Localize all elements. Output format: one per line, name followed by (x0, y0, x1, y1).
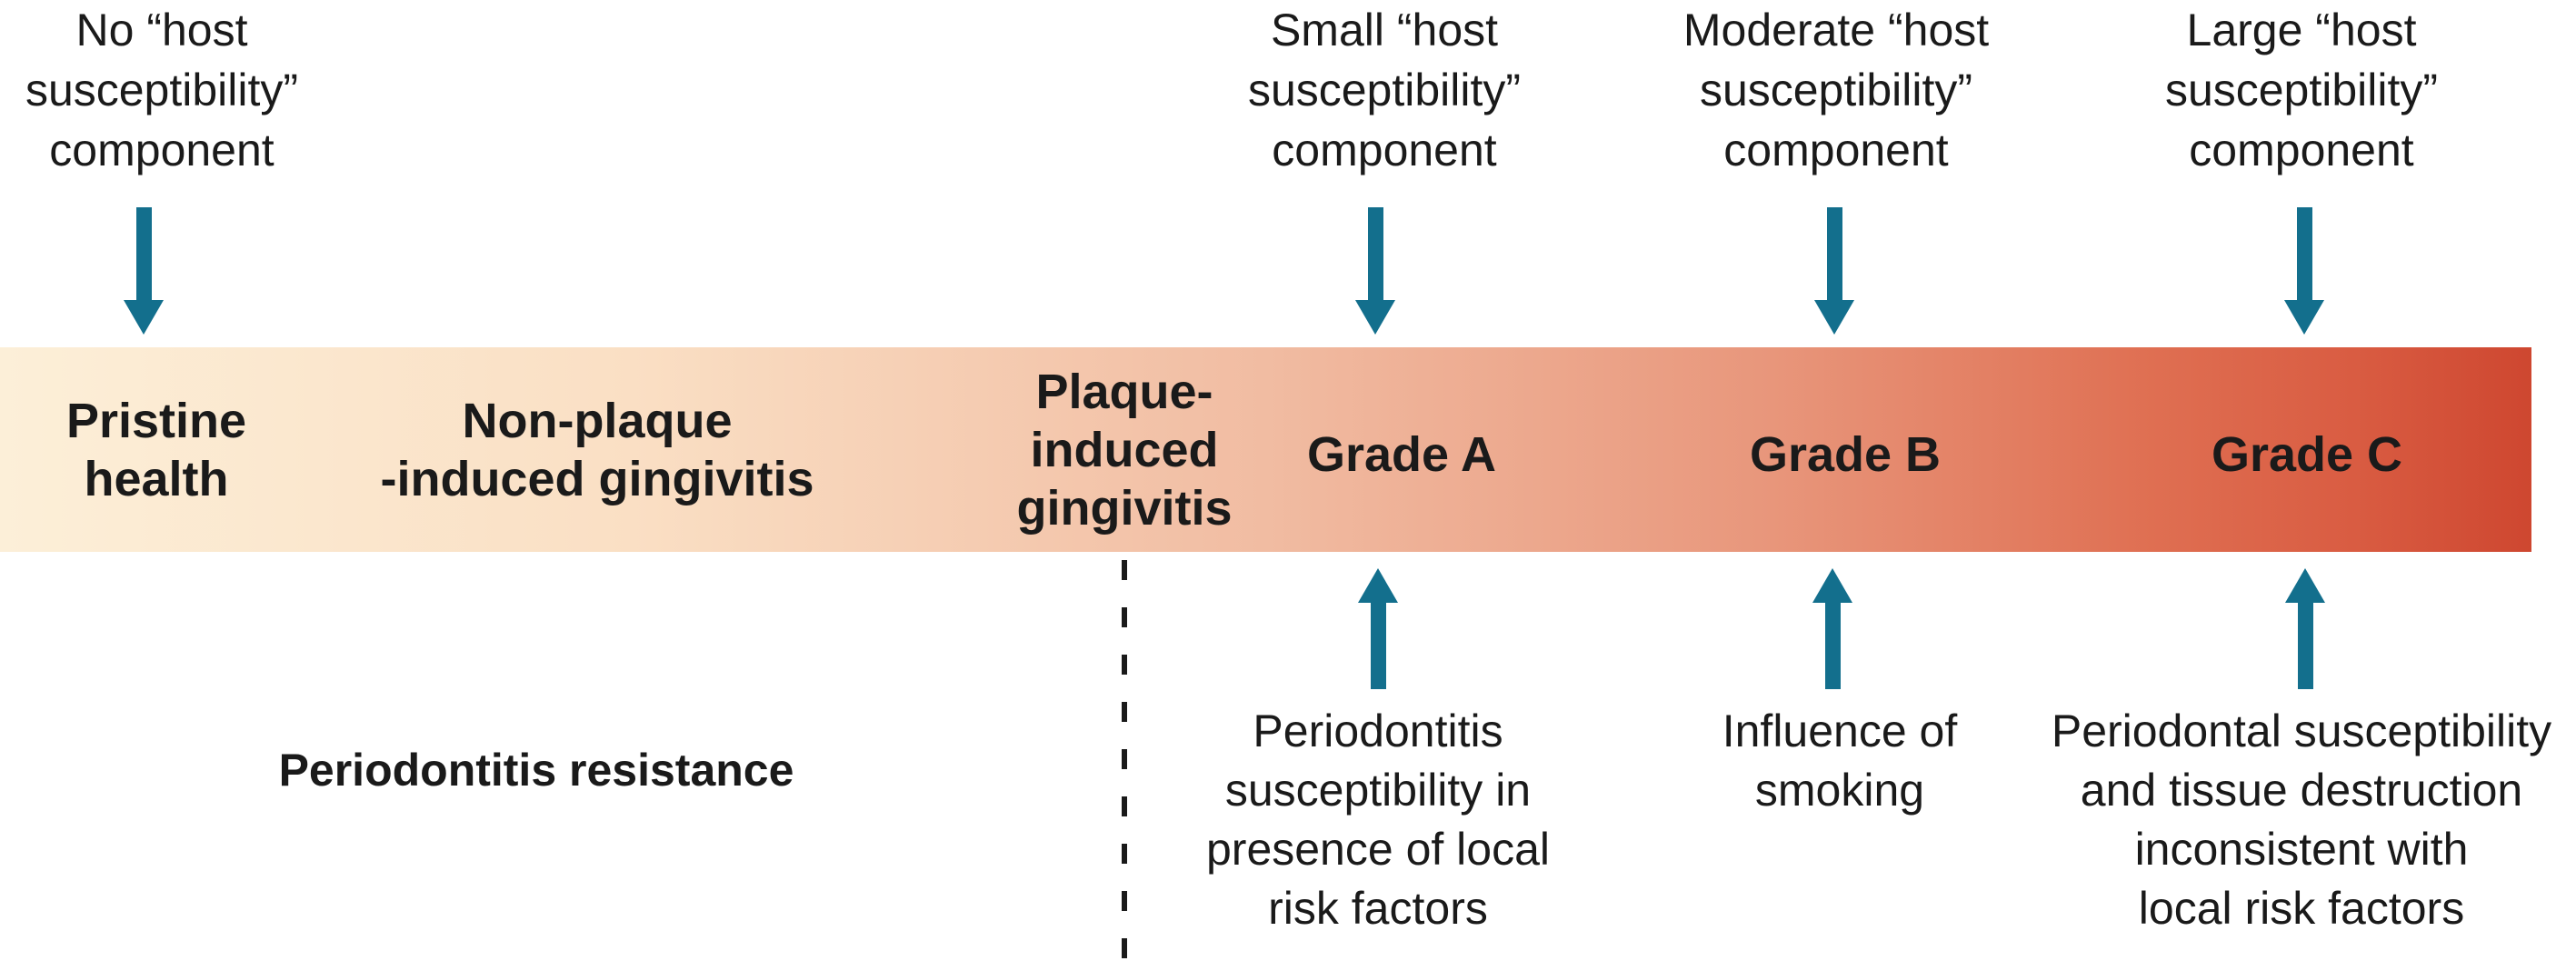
bar-segment-pristine-health: Pristine health (65, 394, 247, 506)
disease-spectrum-gradient-bar (0, 347, 2531, 552)
dashed-divider-line (1122, 560, 1127, 961)
up-arrow-icon (2285, 568, 2325, 689)
arrow-head (2284, 300, 2324, 335)
arrow-shaft (2296, 207, 2312, 300)
arrow-shaft (2297, 603, 2313, 689)
bar-segment-plaque-induced-gingivitis: Plaque- induced gingivitis (1016, 365, 1233, 536)
up-arrow-icon (1358, 568, 1398, 689)
bar-segment-grade-c: Grade C (2211, 427, 2403, 482)
bottom-annotation-local-risk-factors: Periodontitis susceptibility in presence… (1205, 706, 1550, 934)
down-arrow-icon (1814, 207, 1854, 335)
arrow-shaft (1370, 603, 1386, 689)
arrow-shaft (1367, 207, 1383, 300)
bar-segment-grade-b: Grade B (1749, 427, 1942, 482)
bar-segment-grade-a: Grade A (1306, 427, 1497, 482)
arrow-head (1812, 568, 1852, 603)
arrow-head (2285, 568, 2325, 603)
down-arrow-icon (1355, 207, 1395, 335)
bar-segment-non-plaque-gingivitis: Non-plaque -induced gingivitis (380, 394, 814, 506)
bottom-annotation-smoking: Influence of smoking (1722, 706, 1958, 816)
down-arrow-icon (2284, 207, 2324, 335)
top-annotation-large-susceptibility: Large “host susceptibility” component (2164, 5, 2439, 175)
periodontitis-resistance-label: Periodontitis resistance (278, 745, 794, 796)
top-annotation-small-susceptibility: Small “host susceptibility” component (1247, 5, 1522, 175)
arrow-shaft (1824, 603, 1841, 689)
top-annotation-moderate-susceptibility: Moderate “host susceptibility” component (1682, 5, 1990, 175)
arrow-shaft (1826, 207, 1842, 300)
up-arrow-icon (1812, 568, 1852, 689)
arrow-shaft (135, 207, 152, 300)
bottom-annotation-inconsistent-destruction: Periodontal susceptibility and tissue de… (2051, 706, 2552, 934)
arrow-head (124, 300, 164, 335)
top-annotation-no-susceptibility: No “host susceptibility” component (25, 5, 299, 175)
down-arrow-icon (124, 207, 164, 335)
arrow-head (1358, 568, 1398, 603)
arrow-head (1355, 300, 1395, 335)
arrow-head (1814, 300, 1854, 335)
